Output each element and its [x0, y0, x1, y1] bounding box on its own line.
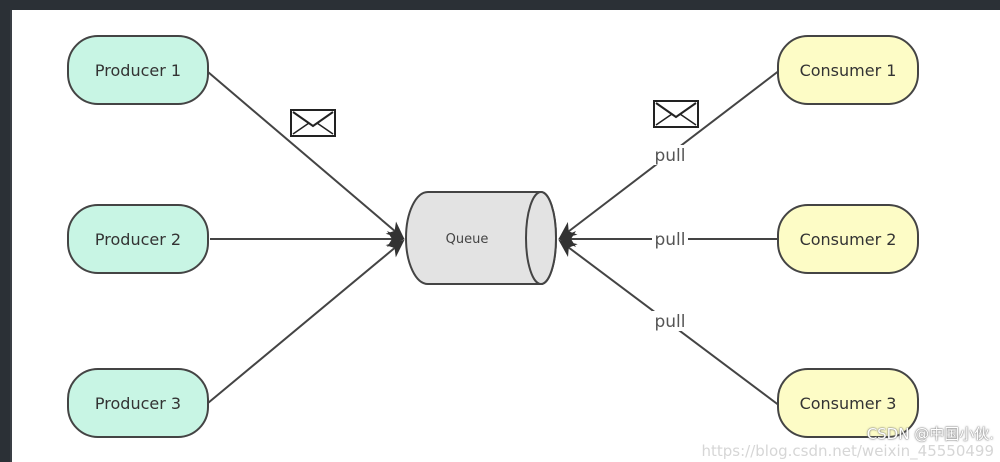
watermark-url: https://blog.csdn.net/weixin_45550499 — [701, 441, 994, 460]
producer-node-1: Producer 1 — [67, 35, 209, 105]
consumer-label: Consumer 1 — [800, 61, 897, 80]
queue-label: Queue — [446, 232, 489, 247]
left-frame-rule — [10, 10, 12, 462]
consumer-label: Consumer 3 — [800, 394, 897, 413]
pull-label-1: pull — [654, 146, 685, 166]
consumer-node-3: Consumer 3 — [777, 368, 919, 438]
edge-producer-3-queue — [207, 239, 405, 404]
producer-label: Producer 2 — [95, 230, 181, 249]
watermark-author: CSDN @中国小伙. — [866, 424, 994, 443]
consumer-node-1: Consumer 1 — [777, 35, 919, 105]
edge-producer-1-queue — [207, 71, 405, 240]
producer-label: Producer 3 — [95, 394, 181, 413]
producer-label: Producer 1 — [95, 61, 181, 80]
envelope-icon — [653, 100, 699, 128]
producer-node-2: Producer 2 — [67, 204, 209, 274]
consumer-node-2: Consumer 2 — [777, 204, 919, 274]
consumer-label: Consumer 2 — [800, 230, 897, 249]
watermark: CSDN @中国小伙. https://blog.csdn.net/weixin… — [701, 424, 994, 461]
envelope-icon — [290, 109, 336, 137]
producer-node-3: Producer 3 — [67, 368, 209, 438]
queue-node: Queue — [405, 191, 557, 285]
pull-label-3: pull — [654, 312, 685, 332]
pull-label-2: pull — [654, 230, 685, 250]
